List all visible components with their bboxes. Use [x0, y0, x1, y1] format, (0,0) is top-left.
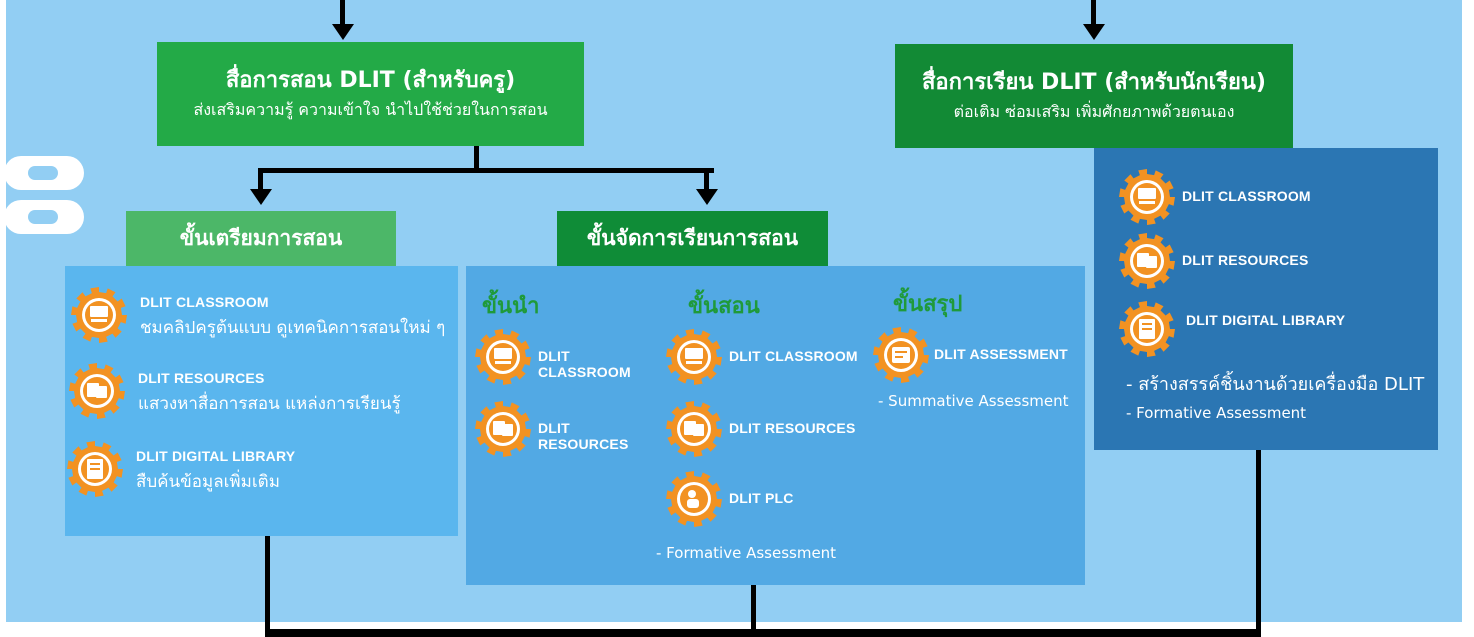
student-item-resources: DLIT RESOURCES — [1118, 232, 1428, 290]
bottom-left-drop — [265, 536, 270, 637]
prep-item-name: DLIT DIGITAL LIBRARY — [136, 448, 296, 464]
teach-heading: ขั้นสอน — [688, 294, 760, 319]
student-line1: - สร้างสรรค์ชิ้นงานด้วยเครื่องมือ DLIT — [1126, 374, 1425, 395]
bottom-mid-drop — [751, 584, 756, 637]
conclude-heading: ขั้นสรุป — [893, 292, 963, 317]
classroom-icon — [665, 328, 723, 386]
intro-item-name: DLIT CLASSROOM — [538, 348, 631, 380]
right-margin — [1462, 0, 1474, 637]
prep-item-name: DLIT CLASSROOM — [140, 294, 269, 310]
branch-left-drop — [258, 168, 263, 190]
intro-item-resources: DLIT RESOURCES — [474, 400, 664, 458]
arrow-student — [1083, 24, 1105, 40]
prep-item-classroom: DLIT CLASSROOM ชมคลิปครูต้นแบบ ดูเทคนิคก… — [70, 286, 455, 344]
branch-horizontal — [258, 168, 714, 173]
bottom-right-drop — [1256, 450, 1261, 637]
prep-step-label: ขั้นเตรียมการสอน — [126, 211, 396, 266]
student-item-classroom: DLIT CLASSROOM — [1118, 168, 1428, 226]
student-item-library: DLIT DIGITAL LIBRARY — [1118, 300, 1428, 358]
classroom-icon — [70, 286, 128, 344]
teach-item-name: DLIT PLC — [729, 490, 794, 506]
plc-icon — [665, 470, 723, 528]
teacher-header-subtitle: ส่งเสริมความรู้ ความเข้าใจ นำไปใช้ช่วยใน… — [193, 100, 548, 119]
intro-item-name: DLIT RESOURCES — [538, 420, 629, 452]
teach-item-name: DLIT CLASSROOM — [729, 348, 858, 364]
teach-item-resources: DLIT RESOURCES — [665, 400, 865, 458]
teacher-header-title: สื่อการสอน DLIT (สำหรับครู) — [225, 68, 516, 93]
classroom-icon — [474, 328, 532, 386]
teacher-header: สื่อการสอน DLIT (สำหรับครู) ส่งเสริมความ… — [157, 42, 584, 146]
resources-icon — [1118, 232, 1176, 290]
teach-item-name: DLIT RESOURCES — [729, 420, 856, 436]
student-item-name: DLIT CLASSROOM — [1182, 188, 1311, 204]
prep-item-library: DLIT DIGITAL LIBRARY สืบค้นข้อมูลเพิ่มเต… — [66, 440, 451, 498]
conclude-item-assessment: DLIT ASSESSMENT — [872, 326, 1077, 384]
prep-item-name: DLIT RESOURCES — [138, 370, 265, 386]
student-item-name: DLIT RESOURCES — [1182, 252, 1309, 268]
top-connector-teacher — [340, 0, 345, 26]
teach-item-classroom: DLIT CLASSROOM — [665, 328, 865, 386]
student-header: สื่อการเรียน DLIT (สำหรับนักเรียน) ต่อเต… — [895, 44, 1293, 148]
conclude-item-name: DLIT ASSESSMENT — [934, 346, 1068, 362]
prep-box — [65, 266, 458, 536]
prep-item-desc: แสวงหาสื่อการสอน แหล่งการเรียนรู้ — [138, 394, 401, 414]
student-item-name: DLIT DIGITAL LIBRARY — [1186, 312, 1346, 328]
prep-item-desc: สืบค้นข้อมูลเพิ่มเติม — [136, 472, 280, 492]
resources-icon — [68, 362, 126, 420]
prep-item-resources: DLIT RESOURCES แสวงหาสื่อการสอน แหล่งการ… — [68, 362, 453, 420]
teach-note: - Formative Assessment — [656, 544, 837, 562]
teach-item-plc: DLIT PLC — [665, 470, 865, 528]
student-header-subtitle: ต่อเติม ซ่อมเสริม เพิ่มศักยภาพด้วยตนเอง — [953, 102, 1235, 121]
classroom-icon — [1118, 168, 1176, 226]
intro-item-classroom: DLIT CLASSROOM — [474, 328, 664, 386]
student-header-title: สื่อการเรียน DLIT (สำหรับนักเรียน) — [922, 70, 1266, 95]
partial-heading-glyphs — [0, 150, 86, 246]
student-line2: - Formative Assessment — [1126, 404, 1307, 422]
resources-icon — [665, 400, 723, 458]
branch-right-drop — [704, 168, 709, 190]
conclude-note: - Summative Assessment — [878, 392, 1069, 410]
arrow-prep — [250, 189, 272, 205]
resources-icon — [474, 400, 532, 458]
assessment-icon — [872, 326, 930, 384]
library-icon — [1118, 300, 1176, 358]
prep-step-text: ขั้นเตรียมการสอน — [179, 226, 343, 250]
prep-item-desc: ชมคลิปครูต้นแบบ ดูเทคนิคการสอนใหม่ ๆ — [140, 318, 446, 338]
arrow-manage — [696, 189, 718, 205]
manage-box — [466, 266, 1085, 585]
teacher-stem — [474, 146, 479, 172]
intro-heading: ขั้นนำ — [482, 294, 540, 319]
bottom-horizontal — [265, 629, 1261, 637]
arrow-teacher — [332, 24, 354, 40]
top-connector-student — [1091, 0, 1096, 26]
manage-step-text: ขั้นจัดการเรียนการสอน — [586, 226, 799, 250]
manage-step-label: ขั้นจัดการเรียนการสอน — [557, 211, 828, 266]
library-icon — [66, 440, 124, 498]
